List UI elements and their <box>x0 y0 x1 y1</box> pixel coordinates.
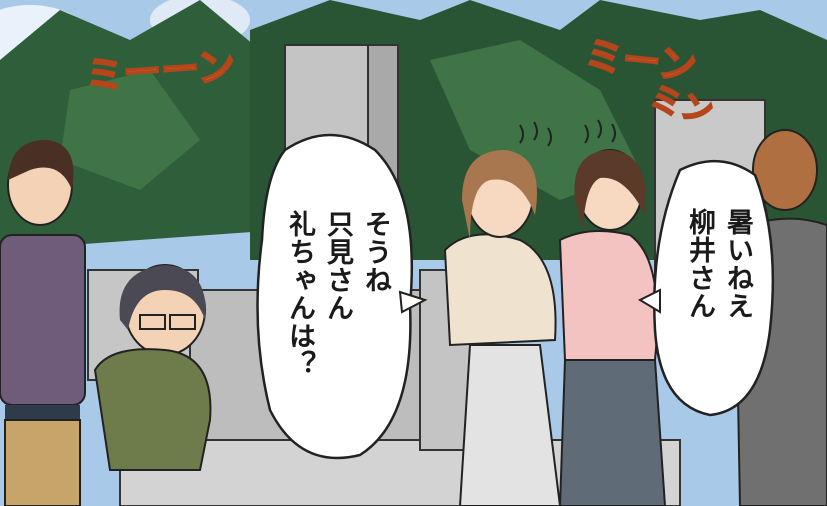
speech-left-line-2: 只見さん <box>322 210 353 322</box>
boy-character <box>0 140 86 506</box>
speech-right-line-1: 暑いねえ <box>722 208 753 320</box>
speech-bubble-tail <box>398 290 428 314</box>
wooden-bucket <box>4 419 81 506</box>
crouching-woman-character <box>93 264 212 471</box>
speech-left-line-1: そうね <box>360 210 391 294</box>
woman-beige-character <box>443 150 562 506</box>
speech-right-line-2: 柳井さん <box>684 208 715 320</box>
sfx-cicada-left: ミーーン <box>83 43 238 99</box>
speech-bubble-left <box>256 133 414 460</box>
speech-bubble-tail <box>637 288 661 314</box>
speech-left-line-3: 礼ちゃんは？ <box>284 210 315 378</box>
woman-pink-character <box>558 149 667 506</box>
tree-highlight <box>60 70 200 190</box>
sweat-marks <box>519 119 616 147</box>
